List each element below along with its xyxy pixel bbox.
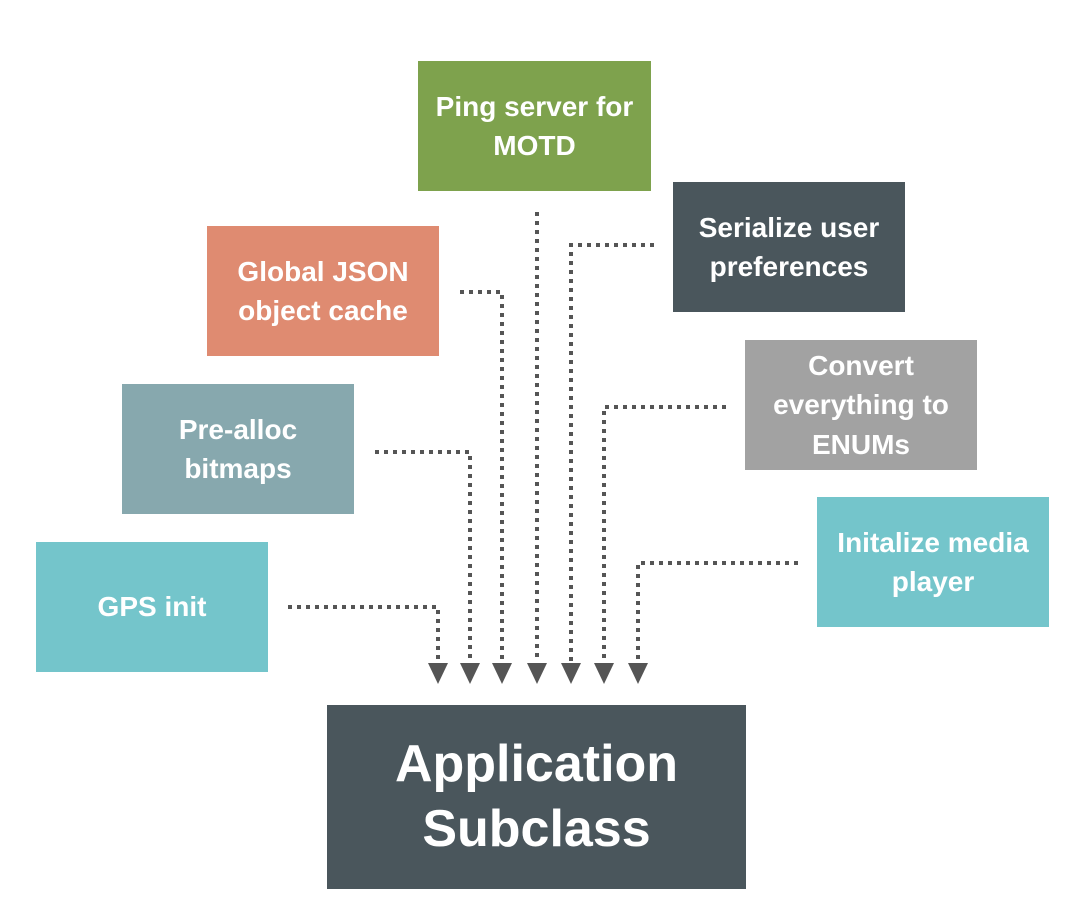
connector-media <box>636 561 798 662</box>
node-label: GPS init <box>97 591 207 623</box>
arrowhead-ping <box>527 663 547 684</box>
arrowhead-json <box>492 663 512 684</box>
connector-enum <box>602 405 726 662</box>
node-application-subclass: Application Subclass <box>327 705 746 889</box>
arrowhead-gps <box>428 663 448 684</box>
arrowhead-enum <box>594 663 614 684</box>
arrowhead-prealloc <box>460 663 480 684</box>
node-json-cache: Global JSON object cache <box>207 226 439 356</box>
node-media-player: Initalize media player <box>817 497 1049 627</box>
arrowhead-media <box>628 663 648 684</box>
node-ping-server: Ping server for MOTD <box>418 61 651 191</box>
node-label: Convert everything to ENUMs <box>773 350 949 460</box>
connector-json <box>460 290 504 662</box>
node-gps-init: GPS init <box>36 542 268 672</box>
node-label: Initalize media player <box>837 526 1029 597</box>
connector-gps <box>288 605 440 662</box>
node-label: Global JSON object cache <box>237 255 409 326</box>
connector-serialize <box>569 243 654 662</box>
node-label: Pre-alloc bitmaps <box>178 413 298 484</box>
node-label: Serialize user preferences <box>698 211 880 282</box>
arrowhead-serialize <box>561 663 581 684</box>
node-label: Application Subclass <box>394 735 679 858</box>
node-prealloc-bitmaps: Pre-alloc bitmaps <box>122 384 354 514</box>
node-convert-enums: Convert everything to ENUMs <box>745 340 977 470</box>
node-serialize-preferences: Serialize user preferences <box>673 182 905 312</box>
connector-prealloc <box>375 450 472 662</box>
node-label: Ping server for MOTD <box>435 90 634 161</box>
